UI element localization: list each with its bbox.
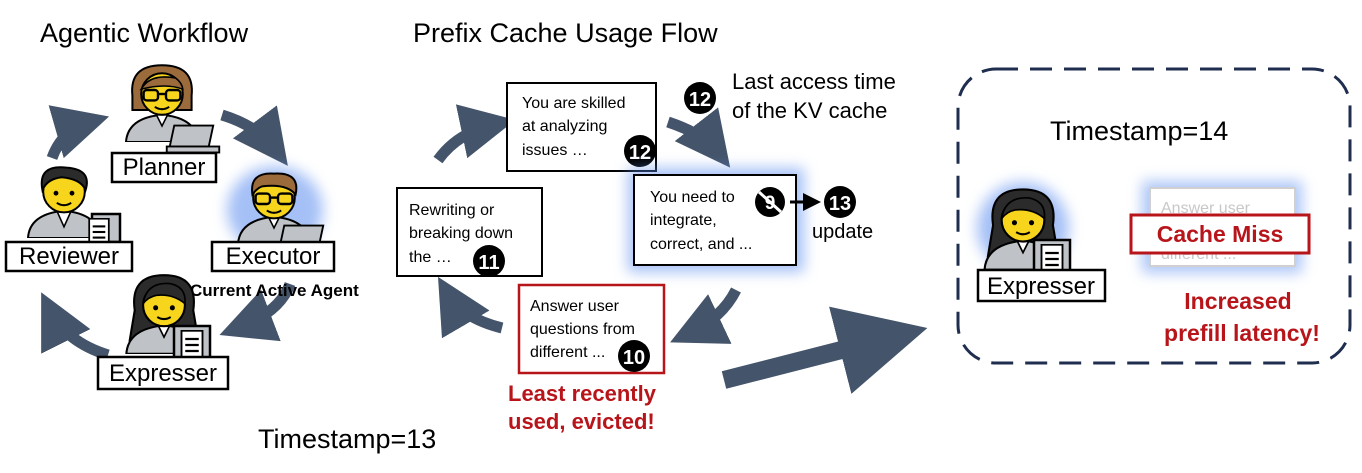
last-access-legend: 12 Last access time of the KV cache bbox=[684, 69, 896, 123]
agent-expresser-label-box bbox=[96, 355, 230, 391]
evicted-note-line-1: Least recently bbox=[508, 381, 657, 406]
cache-entry-text: You need to bbox=[650, 189, 735, 206]
legend-badge-number: 12 bbox=[689, 89, 711, 111]
arrow-reviewer-to-planner bbox=[46, 105, 110, 161]
cache-entry-text: Rewriting or bbox=[409, 202, 495, 219]
agent-planner-label-box bbox=[110, 151, 218, 184]
time-badge bbox=[624, 135, 656, 167]
legend-text-line-1: Last access time bbox=[732, 69, 896, 94]
agent-executor-label-box bbox=[210, 240, 336, 273]
time-badge bbox=[824, 186, 856, 218]
time-badge-number: 10 bbox=[623, 347, 645, 369]
agent-expresser-next-label-box bbox=[976, 268, 1107, 303]
cache-flow-title: Prefix Cache Usage Flow bbox=[413, 18, 718, 48]
arrow-entry-3-to-4 bbox=[438, 276, 504, 339]
cache-cycle-arrows bbox=[433, 104, 741, 344]
agent-expresser-next: Expresser bbox=[976, 182, 1107, 303]
agent-expresser-next-label: Expresser bbox=[987, 273, 1095, 300]
legend-badge bbox=[684, 82, 716, 114]
evicted-note-line-2: used, evicted! bbox=[508, 409, 655, 434]
timestamp-14: Timestamp=14 bbox=[1050, 116, 1228, 146]
cache-entry-text: different ... bbox=[530, 344, 605, 361]
cache-entry-box bbox=[396, 187, 543, 277]
cache-entry-text: questions from bbox=[530, 321, 635, 338]
cache-entry-text: You are skilled bbox=[522, 95, 625, 112]
agent-planner: Planner bbox=[110, 63, 221, 184]
cache-miss-box bbox=[1129, 213, 1311, 255]
cache-entry-text: correct, and ... bbox=[650, 236, 752, 253]
missing-cache-entry: Answer user different ... Cache Miss bbox=[1129, 181, 1311, 273]
agent-reviewer-label: Reviewer bbox=[19, 243, 119, 270]
cache-entry-3: Answer user questions from different ...… bbox=[517, 283, 666, 375]
next-state-panel bbox=[956, 67, 1352, 365]
cache-entry-text: breaking down bbox=[409, 225, 513, 242]
agent-executor-label: Executor bbox=[226, 243, 321, 270]
cache-entry-text: the … bbox=[409, 249, 452, 266]
update-label: update bbox=[812, 221, 873, 243]
legend-text-line-2: of the KV cache bbox=[732, 98, 887, 123]
agent-expresser-label: Expresser bbox=[109, 360, 217, 387]
strike-icon bbox=[757, 190, 783, 214]
active-agent-caption: Current Active Agent bbox=[190, 281, 359, 300]
agent-expresser: Expresser bbox=[96, 274, 230, 391]
time-badge-number: 13 bbox=[829, 193, 851, 215]
agent-executor: Executor bbox=[210, 166, 336, 273]
agent-reviewer-label-box bbox=[4, 240, 134, 273]
time-badge bbox=[618, 340, 650, 372]
arrow-planner-to-executor bbox=[220, 105, 288, 166]
cache-entry-2: You need to integrate, correct, and ... … bbox=[628, 168, 873, 272]
arrow-entry-1-to-2 bbox=[666, 107, 731, 168]
agent-reviewer: Reviewer bbox=[4, 166, 134, 273]
transition-arrow bbox=[721, 306, 928, 394]
laptop-icon bbox=[165, 124, 221, 154]
cache-entry-text: integrate, bbox=[650, 212, 717, 229]
arrow-expresser-to-reviewer bbox=[41, 292, 110, 361]
arrow-entry-2-to-3 bbox=[670, 287, 741, 344]
cache-entry-text: Answer user bbox=[530, 298, 620, 315]
workflow-title: Agentic Workflow bbox=[40, 18, 249, 48]
cache-entry-1: You are skilled at analyzing issues … 12 bbox=[506, 82, 657, 172]
time-badge-number: 11 bbox=[478, 252, 499, 274]
timestamp-13: Timestamp=13 bbox=[258, 424, 436, 454]
workflow-cycle-arrows bbox=[41, 105, 296, 361]
agent-planner-label: Planner bbox=[123, 154, 206, 181]
latency-note-line-1: Increased bbox=[1184, 288, 1291, 314]
arrow-executor-to-expresser bbox=[219, 281, 296, 342]
cache-miss-label: Cache Miss bbox=[1157, 221, 1284, 247]
ghost-entry-text: Answer user bbox=[1161, 200, 1251, 217]
cache-entry-text: at analyzing bbox=[522, 118, 607, 135]
cache-entry-4: Rewriting or breaking down the … 11 bbox=[396, 187, 543, 277]
cache-entry-text: issues … bbox=[522, 142, 588, 159]
latency-note-line-2: prefill latency! bbox=[1164, 320, 1320, 346]
time-badge-number: 12 bbox=[629, 142, 651, 164]
arrow-to-entry-1 bbox=[433, 104, 516, 164]
time-badge bbox=[473, 245, 505, 277]
document-icon bbox=[180, 330, 204, 360]
